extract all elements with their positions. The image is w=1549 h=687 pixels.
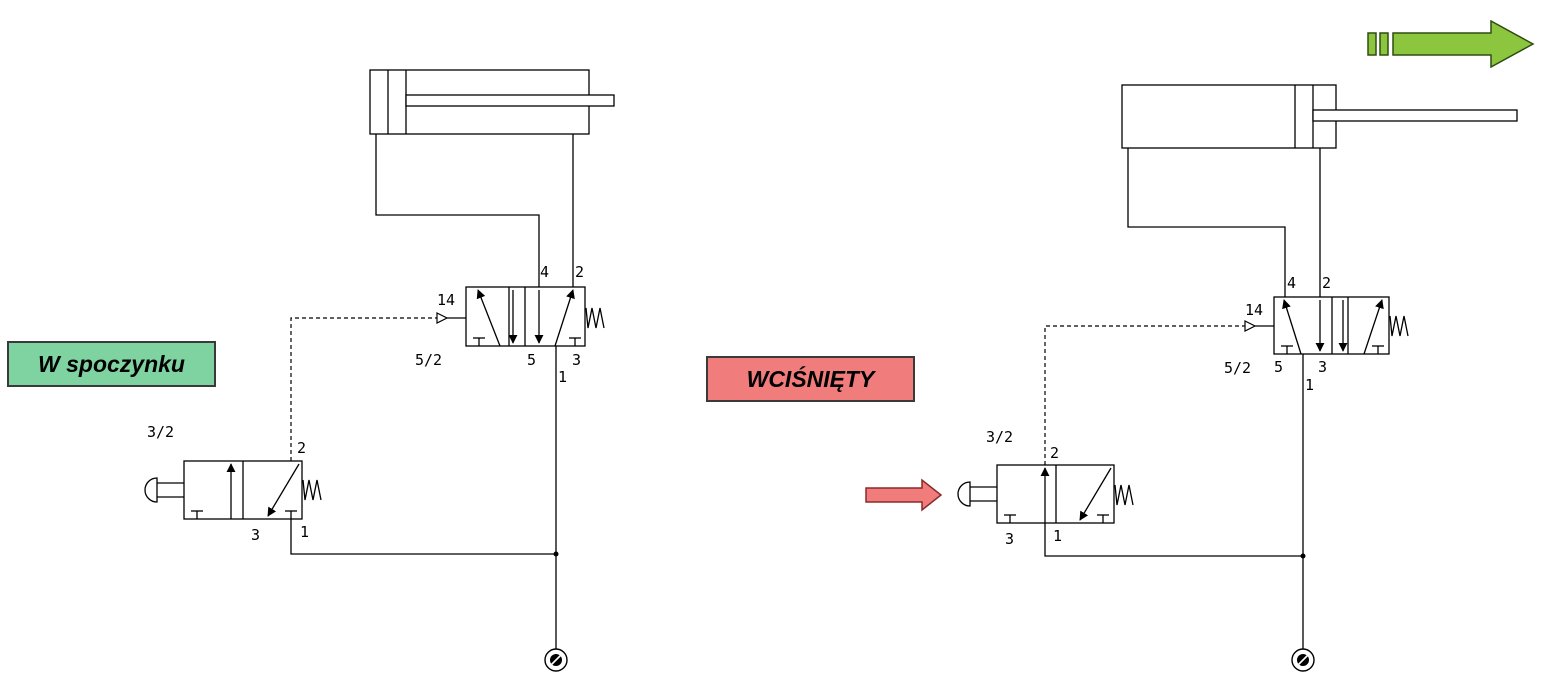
port-5-label: 5	[527, 351, 536, 369]
valve-5-2-rest	[436, 286, 605, 347]
motion-arrow-icon	[1367, 19, 1535, 69]
valve-5-2-label: 5/2	[415, 351, 442, 369]
cylinder-extended	[1121, 84, 1518, 149]
air-source-icon	[544, 648, 568, 672]
circuit-pressed: 14 4 2 5 3 1 5/2 3/2 2 3	[957, 84, 1518, 672]
port-1-label: 1	[1053, 527, 1062, 545]
port-2-label: 2	[1050, 444, 1059, 462]
pressed-state-label: WCIŚNIĘTY	[706, 356, 915, 402]
valve-3-2-label: 3/2	[147, 423, 174, 441]
port-2-label: 2	[575, 263, 584, 281]
port-1-label: 1	[300, 523, 309, 541]
port-14-label: 14	[1245, 301, 1263, 319]
air-source-icon	[1291, 648, 1315, 672]
port-2-label: 2	[1322, 274, 1331, 292]
valve-3-2-label: 3/2	[986, 428, 1013, 446]
port-14-label: 14	[437, 291, 455, 309]
press-arrow-icon	[865, 478, 943, 512]
port-1-label: 1	[558, 368, 567, 386]
valve-3-2-rest	[144, 460, 322, 520]
valve-3-2-pressed	[957, 464, 1134, 524]
pressed-state-text: WCIŚNIĘTY	[746, 365, 875, 392]
port-1-label: 1	[1305, 376, 1314, 394]
cylinder-retracted	[369, 69, 615, 135]
circuit-rest: 14 4 2 5 3 1 5/2	[144, 69, 615, 672]
valve-5-2-label: 5/2	[1224, 359, 1251, 377]
valve-5-2-pressed	[1244, 296, 1409, 355]
rest-state-label: W spoczynku	[7, 341, 216, 387]
port-3-label: 3	[1318, 358, 1327, 376]
port-4-label: 4	[540, 263, 549, 281]
port-5-label: 5	[1274, 358, 1283, 376]
port-3-label: 3	[251, 526, 260, 544]
port-3-label: 3	[572, 351, 581, 369]
port-3-label: 3	[1005, 530, 1014, 548]
rest-state-text: W spoczynku	[38, 350, 185, 377]
port-4-label: 4	[1287, 274, 1296, 292]
port-2-label: 2	[297, 439, 306, 457]
